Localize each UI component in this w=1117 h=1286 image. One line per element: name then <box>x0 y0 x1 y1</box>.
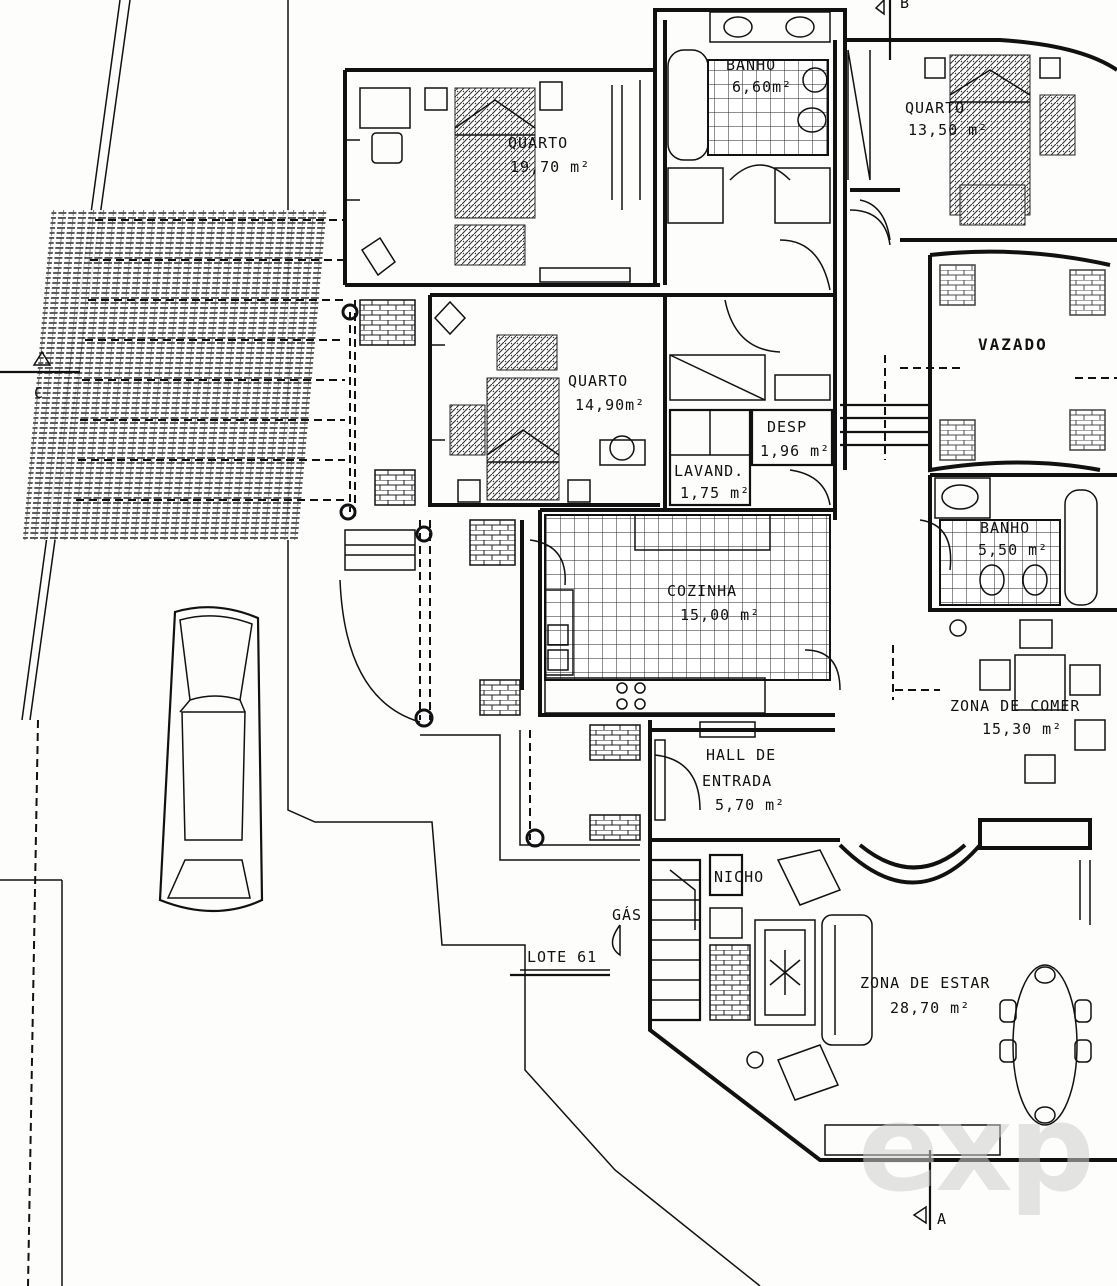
cozinha-name: COZINHA <box>667 582 737 600</box>
pergola-beams <box>76 219 345 501</box>
room-quarto-2 <box>847 49 1076 241</box>
gas-box <box>611 924 621 957</box>
room-cozinha <box>529 514 841 714</box>
zona-comer-name: ZONA DE COMER <box>950 697 1080 715</box>
quarto2-area: 13,50 m² <box>908 121 988 139</box>
svg-text:C: C <box>34 384 44 402</box>
room-service <box>668 354 834 507</box>
room-vazado <box>900 264 1117 461</box>
hall-area: 5,70 m² <box>715 796 785 814</box>
staircase <box>648 858 702 1022</box>
svg-text:B: B <box>900 0 910 12</box>
banho1-name: BANHO <box>726 56 776 74</box>
quarto1-name: QUARTO <box>508 134 568 152</box>
lavand-name: LAVAND. <box>674 462 744 480</box>
section-marker-b: B <box>874 0 910 60</box>
corridor <box>724 209 930 460</box>
zona-comer-area: 15,30 m² <box>982 720 1062 738</box>
vazado-name: VAZADO <box>978 335 1048 354</box>
hall-name-line2: ENTRADA <box>702 772 772 790</box>
section-marker-a: A <box>912 1150 947 1230</box>
nicho-name: NICHO <box>714 868 764 886</box>
room-zona-estar <box>708 849 1092 1156</box>
section-marker-c: C <box>0 350 80 402</box>
quarto2-name: QUARTO <box>905 99 965 117</box>
quarto1-area: 19,70 m² <box>510 158 590 176</box>
banho1-area: 6,60m² <box>732 78 792 96</box>
zona-estar-area: 28,70 m² <box>890 999 970 1017</box>
room-quarto-1 <box>345 80 641 283</box>
watermark-logo: exp <box>858 1080 1091 1219</box>
lavand-area: 1,75 m² <box>680 484 750 502</box>
banho2-area: 5,50 m² <box>978 541 1048 559</box>
hall-name-line1: HALL DE <box>706 746 776 764</box>
banho2-name: BANHO <box>980 519 1030 537</box>
room-banho-1 <box>667 11 831 224</box>
exterior-walls <box>343 8 1117 1162</box>
svg-text:A: A <box>937 1210 947 1228</box>
desp-name: DESP <box>767 418 807 436</box>
quarto3-name: QUARTO <box>568 372 628 390</box>
desp-area: 1,96 m² <box>760 442 830 460</box>
room-banho-2 <box>919 477 1098 606</box>
quarto3-area: 14,90m² <box>575 396 645 414</box>
terrace-outlines <box>339 299 641 861</box>
room-labels: QUARTO 19,70 m² BANHO 6,60m² QUARTO 13,5… <box>508 56 1080 1017</box>
pergola-area <box>22 210 327 540</box>
room-hall <box>654 721 756 821</box>
lote-label: LOTE 61 <box>527 948 597 966</box>
car-symbol <box>158 606 264 913</box>
zona-estar-name: ZONA DE ESTAR <box>860 974 990 992</box>
room-quarto-3 <box>430 300 646 503</box>
cozinha-area: 15,00 m² <box>680 606 760 624</box>
room-zona-comer <box>892 619 1106 784</box>
gas-label: GÁS <box>612 905 642 924</box>
